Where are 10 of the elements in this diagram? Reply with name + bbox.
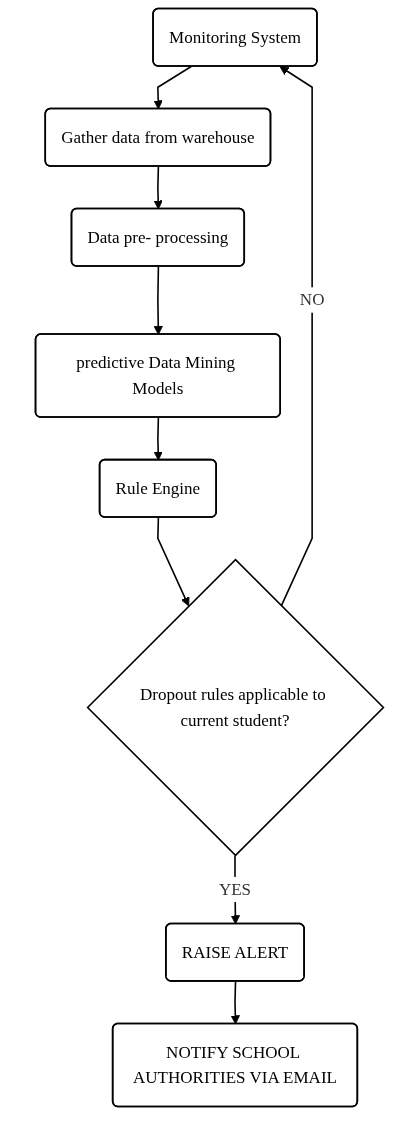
edge-label: NO [299, 290, 325, 309]
arrow [157, 516, 190, 607]
edge-label: YES [218, 879, 252, 898]
arrow [153, 265, 163, 335]
arrow [153, 65, 193, 110]
arrow [153, 416, 163, 461]
arrow [279, 66, 313, 607]
node-diamond: Dropout rules applicable to current student? [86, 558, 385, 857]
arrow [153, 165, 163, 210]
arrow [230, 980, 241, 1025]
